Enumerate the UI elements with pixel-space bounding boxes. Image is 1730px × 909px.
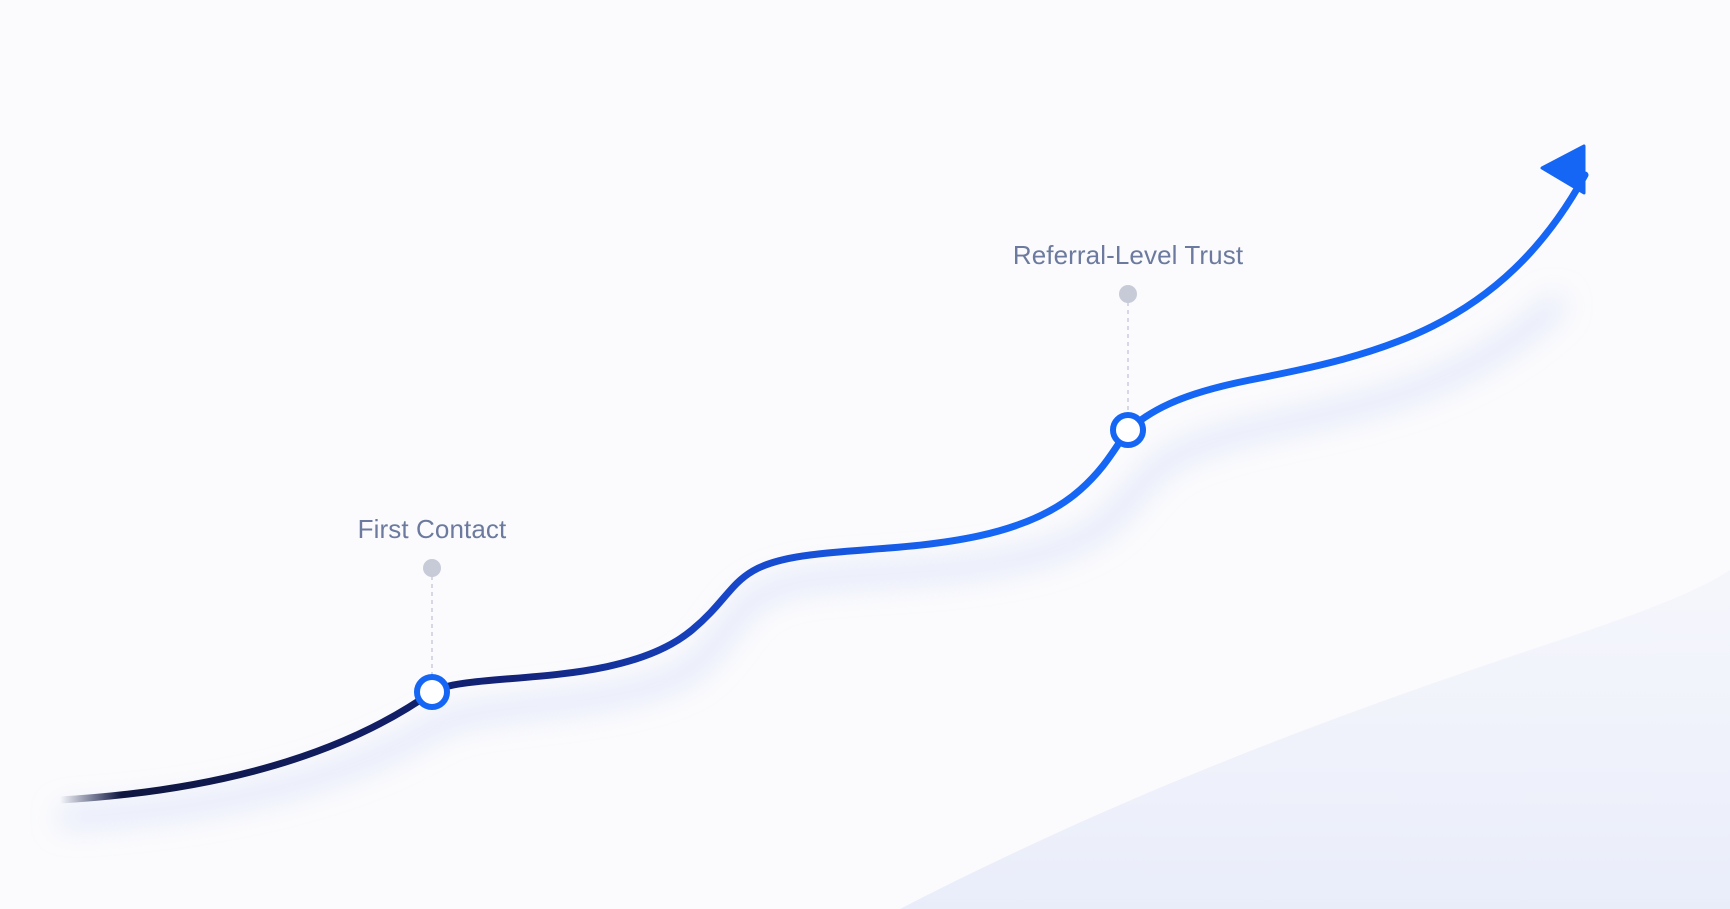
- growth-curve: [56, 171, 1589, 804]
- curve-shadow: [59, 293, 1567, 827]
- connector-dot-icon: [1119, 285, 1137, 303]
- arrow-head-icon: [1540, 144, 1586, 195]
- milestone-marker-icon: [1110, 412, 1146, 448]
- connector-dot-icon: [423, 559, 441, 577]
- milestone-label-referral-level-trust: Referral-Level Trust: [1012, 240, 1244, 270]
- background-wave: [900, 570, 1730, 909]
- milestone-marker-icon: [414, 674, 450, 710]
- milestone-label-first-contact: First Contact: [357, 514, 507, 544]
